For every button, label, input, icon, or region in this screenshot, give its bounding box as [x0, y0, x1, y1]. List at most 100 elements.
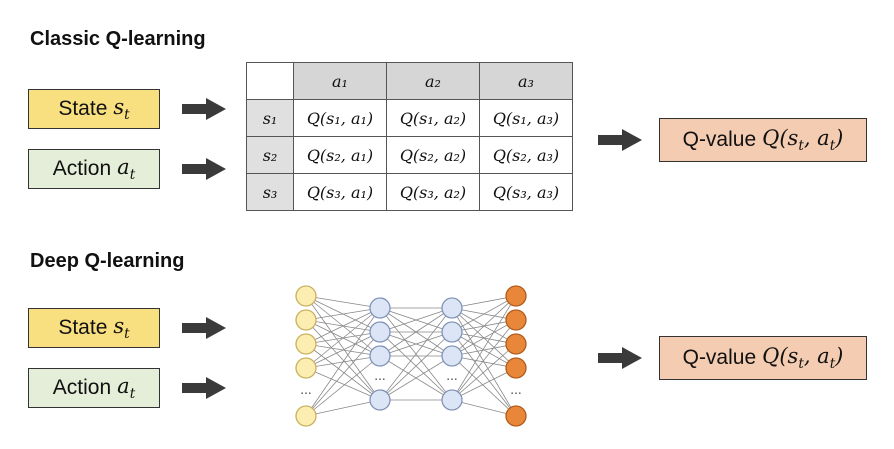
- nn-node: [295, 333, 317, 355]
- nn-connection: [379, 331, 453, 357]
- nn-connection: [451, 295, 517, 357]
- q-table-row-header: s₃: [246, 173, 294, 211]
- q-table-row: s₂ Q(s₂, a₁) Q(s₂, a₂) Q(s₂, a₃): [246, 136, 573, 174]
- q-table-row: s₁ Q(s₁, a₁) Q(s₁, a₂) Q(s₁, a₃): [246, 99, 573, 137]
- nn-connection: [379, 355, 453, 401]
- q-table-row: s₃ Q(s₃, a₁) Q(s₃, a₂) Q(s₃, a₃): [246, 173, 573, 211]
- qvalue-label: Q-value: [682, 128, 757, 151]
- nn-connection: [305, 319, 381, 401]
- action-symbol: at: [117, 373, 136, 403]
- nn-connection: [305, 307, 381, 321]
- q-table: a₁ a₂ a₃ s₁ Q(s₁, a₁) Q(s₁, a₂) Q(s₁, a₃…: [246, 62, 573, 211]
- deep-output-arrow-icon: [598, 347, 642, 369]
- q-table-cell: Q(s₂, a₁): [293, 136, 387, 174]
- q-table-cell: Q(s₂, a₃): [479, 136, 573, 174]
- nn-ellipsis: ...: [374, 369, 385, 383]
- q-table-col-header: a₃: [479, 62, 573, 100]
- state-label: State: [58, 97, 108, 120]
- neural-network-diagram: ............: [295, 285, 527, 427]
- nn-connection: [451, 319, 517, 401]
- action-label: Action: [52, 376, 112, 399]
- nn-connection: [305, 307, 381, 417]
- nn-node: [505, 405, 527, 427]
- nn-node: [505, 309, 527, 331]
- nn-connection: [379, 307, 453, 333]
- nn-connection: [305, 355, 381, 417]
- nn-connection: [451, 343, 517, 357]
- q-table-cell: Q(s₃, a₁): [293, 173, 387, 211]
- nn-ellipsis: ...: [510, 383, 521, 397]
- state-symbol: st: [113, 313, 130, 343]
- q-table-cell: Q(s₁, a₃): [479, 99, 573, 137]
- q-table-cell: Q(s₃, a₃): [479, 173, 573, 211]
- q-table-col-header: a₂: [386, 62, 480, 100]
- nn-node: [505, 285, 527, 307]
- nn-connection: [379, 307, 453, 357]
- q-table-row-header: s₁: [246, 99, 294, 137]
- nn-connection: [451, 355, 517, 417]
- nn-connection: [305, 331, 381, 417]
- nn-node: [505, 357, 527, 379]
- nn-node: [295, 357, 317, 379]
- nn-ellipsis: ...: [446, 369, 457, 383]
- nn-node: [295, 309, 317, 331]
- nn-node: [369, 389, 391, 411]
- nn-connection: [379, 331, 453, 401]
- q-table-row-header: s₂: [246, 136, 294, 174]
- nn-connection: [305, 367, 381, 401]
- q-table-header-row: a₁ a₂ a₃: [246, 62, 573, 100]
- nn-connection: [305, 343, 381, 401]
- classic-action-box: Action at: [28, 149, 160, 189]
- qvalue-label: Q-value: [682, 346, 757, 369]
- nn-connection: [305, 307, 381, 345]
- nn-connection: [451, 295, 517, 401]
- state-symbol: st: [113, 94, 130, 124]
- nn-node: [369, 321, 391, 343]
- nn-node: [441, 389, 463, 411]
- nn-node: [295, 405, 317, 427]
- classic-action-arrow-icon: [182, 158, 226, 180]
- nn-connection: [451, 399, 517, 417]
- action-label: Action: [52, 157, 112, 180]
- q-table-col-header: a₁: [293, 62, 387, 100]
- nn-connection: [451, 319, 517, 357]
- classic-qvalue-box: Q-value Q(st, at): [659, 118, 867, 162]
- q-table-cell: Q(s₁, a₂): [386, 99, 480, 137]
- nn-connection: [451, 295, 517, 309]
- nn-node: [505, 333, 527, 355]
- q-table-cell: Q(s₃, a₂): [386, 173, 480, 211]
- deep-state-arrow-icon: [182, 317, 226, 339]
- deep-action-box: Action at: [28, 368, 160, 408]
- nn-node: [441, 345, 463, 367]
- q-table-cell: Q(s₂, a₂): [386, 136, 480, 174]
- classic-state-box: State st: [28, 89, 160, 129]
- state-label: State: [58, 316, 108, 339]
- qvalue-formula: Q(st, at): [762, 125, 844, 155]
- nn-connection: [451, 295, 517, 333]
- classic-output-arrow-icon: [598, 129, 642, 151]
- nn-ellipsis: ...: [300, 383, 311, 397]
- nn-connection: [379, 307, 453, 401]
- nn-node: [369, 297, 391, 319]
- nn-node: [369, 345, 391, 367]
- nn-connection: [305, 295, 381, 401]
- deep-section-title: Deep Q-learning: [30, 250, 185, 272]
- deep-action-arrow-icon: [182, 377, 226, 399]
- q-table-cell: Q(s₁, a₁): [293, 99, 387, 137]
- qvalue-formula: Q(st, at): [762, 343, 844, 373]
- q-table-corner: [246, 62, 294, 100]
- nn-node: [441, 297, 463, 319]
- nn-connection: [305, 295, 381, 309]
- nn-connection: [305, 331, 381, 369]
- deep-qvalue-box: Q-value Q(st, at): [659, 336, 867, 380]
- classic-state-arrow-icon: [182, 98, 226, 120]
- action-symbol: at: [117, 154, 136, 184]
- deep-state-box: State st: [28, 308, 160, 348]
- nn-connection: [451, 355, 517, 369]
- nn-node: [441, 321, 463, 343]
- nn-connection: [305, 399, 381, 417]
- nn-connection: [451, 343, 517, 401]
- classic-section-title: Classic Q-learning: [30, 28, 206, 50]
- nn-connection: [451, 367, 517, 401]
- nn-connection: [305, 307, 381, 369]
